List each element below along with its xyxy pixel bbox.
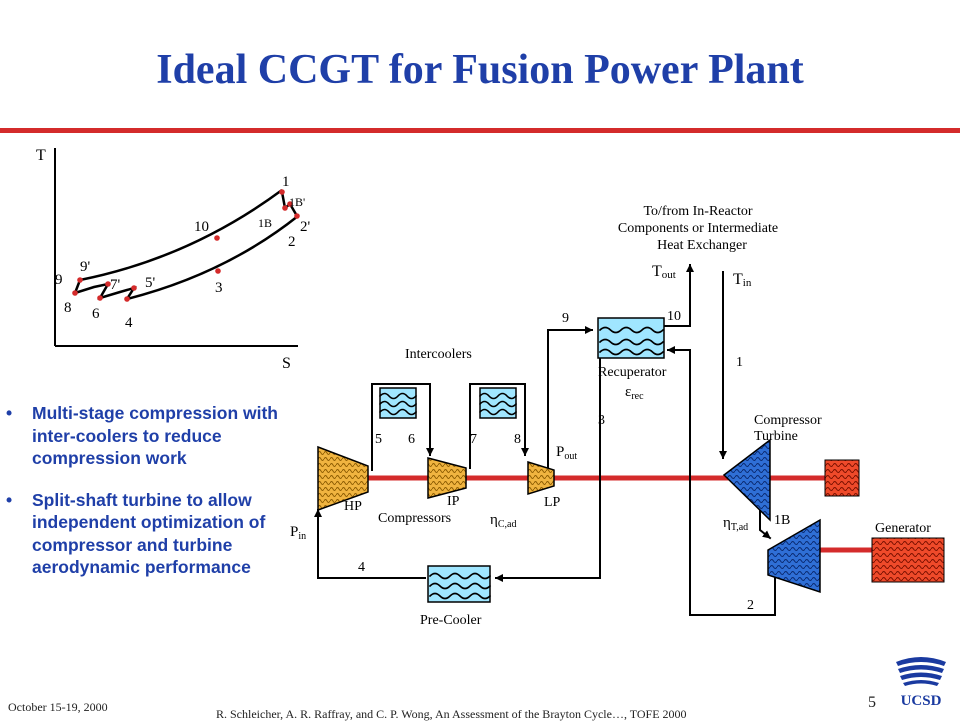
- bullet-dot: •: [6, 489, 13, 510]
- state-label-4: 4: [358, 560, 365, 575]
- ts-label-4: 4: [125, 315, 133, 331]
- bullet-text: Multi-stage compression with inter-coole…: [32, 403, 278, 468]
- ucsd-logo: UCSD: [896, 657, 946, 709]
- intercoolers-label: Intercoolers: [405, 347, 472, 362]
- logo-text: UCSD: [901, 693, 942, 709]
- recuperator-hx: [597, 317, 665, 359]
- eta-compressor-label: ηC,ad: [490, 512, 516, 530]
- state-label-8: 8: [514, 432, 521, 447]
- ts-expansion-path: [280, 191, 299, 217]
- bullet-item: • Split-shaft turbine to allow independe…: [6, 489, 296, 579]
- ts-label-9: 9: [55, 272, 63, 288]
- eta-turbine-label: ηT,ad: [723, 515, 748, 533]
- lp-label: LP: [544, 495, 561, 510]
- cycle-schematic: To/from In-Reactor Components or Interme…: [290, 204, 945, 628]
- ts-label-1b-prime: 1B': [289, 195, 305, 209]
- state-label-2: 2: [747, 598, 754, 613]
- p-in-label: Pin: [290, 524, 306, 542]
- ts-state-points: [72, 189, 300, 302]
- ip-label: IP: [447, 494, 460, 509]
- ts-label-1b: 1B: [258, 216, 272, 230]
- bullet-dot: •: [6, 403, 13, 423]
- state-label-7: 7: [470, 432, 477, 447]
- bullet-item: • Multi-stage compression with inter-coo…: [6, 402, 296, 470]
- ts-label-1: 1: [282, 174, 290, 190]
- intercooler-loop-2: [469, 383, 529, 469]
- pipe-4-inlet: [314, 509, 426, 579]
- pipe-2-3: [667, 346, 776, 616]
- reactor-label-line-1: To/from In-Reactor: [643, 204, 752, 219]
- ts-label-10: 10: [194, 219, 209, 235]
- pipe-9: [547, 326, 593, 471]
- compressor-turbine-label-1: Compressor: [754, 413, 822, 428]
- pipe-3-4: [495, 357, 601, 582]
- pipe-10: [662, 264, 694, 327]
- bullet-text: Split-shaft turbine to allow independent…: [32, 489, 266, 578]
- t-out-label: Tout: [652, 263, 676, 281]
- ts-label-3: 3: [215, 280, 223, 296]
- compressor-turbine: [722, 438, 771, 522]
- hp-compressor: [317, 445, 369, 512]
- ts-label-9-prime: 9': [80, 259, 91, 275]
- pipe-1b: [759, 501, 772, 540]
- ip-compressor: [427, 457, 467, 499]
- footer-citation: R. Schleicher, A. R. Raffray, and C. P. …: [216, 707, 687, 721]
- compressors-label: Compressors: [378, 511, 451, 526]
- state-label-9: 9: [562, 311, 569, 326]
- hp-label: HP: [344, 499, 362, 514]
- page-number: 5: [868, 694, 876, 711]
- intercooler-hx-2: [478, 387, 518, 419]
- slide-title: Ideal CCGT for Fusion Power Plant: [156, 47, 804, 93]
- compressor-turbine-label-2: Turbine: [754, 429, 798, 444]
- state-label-5: 5: [375, 432, 382, 447]
- reactor-label-line-3: Heat Exchanger: [657, 238, 747, 253]
- reactor-label-line-2: Components or Intermediate: [618, 221, 778, 236]
- state-label-1b: 1B: [774, 513, 790, 528]
- intercooler-hx-1: [378, 387, 418, 419]
- generator-label: Generator: [875, 521, 931, 536]
- ts-diagram: T S 1 1B' 1B 2' 2 3 4 5' 6 7' 8 9' 9 10: [36, 147, 311, 372]
- ts-compression-path: [72, 279, 137, 301]
- state-label-1: 1: [736, 355, 743, 370]
- state-label-10: 10: [667, 309, 681, 324]
- ts-label-6: 6: [92, 306, 100, 322]
- generator: [871, 537, 945, 583]
- ts-label-7-prime: 7': [110, 277, 121, 293]
- state-label-6: 6: [408, 432, 415, 447]
- ts-label-2: 2: [288, 234, 296, 250]
- power-turbine: [767, 518, 821, 594]
- footer-date: October 15-19, 2000: [8, 700, 108, 714]
- intercooler-loop-1: [371, 383, 434, 471]
- state-label-3: 3: [598, 413, 605, 428]
- pre-cooler-label: Pre-Cooler: [420, 613, 482, 628]
- ts-high-pressure-curve: [79, 188, 283, 282]
- ts-x-axis-label: S: [282, 355, 291, 372]
- ts-label-2-prime: 2': [300, 219, 311, 235]
- ts-low-pressure-curve: [126, 215, 299, 301]
- lp-compressor: [527, 460, 555, 496]
- ts-y-axis-label: T: [36, 147, 46, 164]
- recuperator-label: Recuperator: [598, 365, 667, 380]
- ts-label-5-prime: 5': [145, 275, 156, 291]
- t-in-label: Tin: [733, 271, 752, 289]
- ts-label-8: 8: [64, 300, 72, 316]
- pre-cooler-hx: [427, 565, 492, 603]
- recuperator-effectiveness-label: εrec: [625, 384, 644, 402]
- bullet-list: • Multi-stage compression with inter-coo…: [6, 402, 296, 598]
- p-out-label: Pout: [556, 444, 577, 462]
- title-divider: [0, 128, 960, 133]
- compressor-load-block: [824, 459, 860, 497]
